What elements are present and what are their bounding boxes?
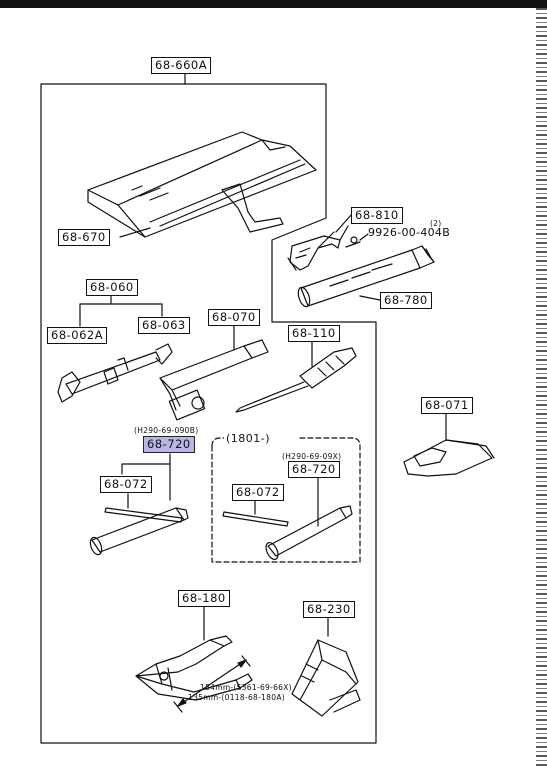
group-outline — [211, 437, 361, 563]
group-box-wrench-drawing — [265, 505, 353, 561]
box-wrench-leader — [121, 453, 171, 501]
label-tool-case[interactable]: 68-670 — [58, 229, 110, 246]
ring-wrench-drawing — [403, 439, 495, 477]
label-screwdriver[interactable]: 68-110 — [288, 325, 340, 342]
top-border — [0, 0, 547, 8]
label-wrench-set[interactable]: 68-060 — [86, 279, 138, 296]
clip-drawing — [345, 236, 361, 248]
group-title: (1801-) — [224, 432, 273, 445]
frame-outline — [40, 83, 377, 744]
label-open-end-wrench-b[interactable]: 68-063 — [138, 317, 190, 334]
tube-drawing — [297, 245, 435, 308]
pliers-size-note-2: 135mm-(0118-68-180A) — [188, 693, 285, 702]
wheel-chock-drawing — [291, 639, 361, 717]
bar-drawing — [104, 507, 183, 523]
bracket-leader — [335, 213, 353, 233]
bracket-drawing — [287, 225, 349, 271]
open-end-wrench-drawing — [57, 343, 173, 403]
label-tube[interactable]: 68-780 — [380, 292, 432, 309]
pliers-drawing — [135, 635, 253, 701]
box-wrench-drawing — [89, 507, 189, 556]
label-lug-wrench[interactable]: 68-070 — [208, 309, 260, 326]
case-leader — [119, 227, 151, 238]
lug-wrench-drawing — [159, 339, 269, 421]
tool-case-drawing — [87, 131, 317, 238]
label-wheel-chock[interactable]: 68-230 — [303, 601, 355, 618]
clip-quantity: (2) — [430, 219, 442, 228]
label-group-extension-bar[interactable]: 68-072 — [232, 484, 284, 501]
tube-leader — [359, 295, 381, 301]
label-extension-bar[interactable]: 68-072 — [100, 476, 152, 493]
clip-leader — [359, 233, 369, 241]
screwdriver-drawing — [235, 347, 357, 413]
wrench-set-leader — [79, 293, 163, 327]
label-open-end-wrench-a[interactable]: 68-062A — [47, 327, 108, 344]
label-tool-set[interactable]: 68-660A — [151, 57, 212, 74]
label-clip[interactable]: 9926-00-404B — [368, 226, 451, 239]
label-ring-wrench[interactable]: 68-071 — [421, 397, 473, 414]
label-pliers[interactable]: 68-180 — [178, 590, 230, 607]
dimension-line — [173, 655, 251, 713]
group-part-note: (H290-69-09X) — [282, 452, 342, 461]
label-group-box-wrench[interactable]: 68-720 — [288, 461, 340, 478]
box-wrench-part-note: (H290-69-090B) — [134, 426, 199, 435]
group-bar-drawing — [222, 511, 289, 527]
pliers-size-note-1: 154mm-(S361-69-66X) — [200, 683, 292, 692]
label-box-wrench[interactable]: 68-720 — [143, 436, 195, 453]
label-bracket[interactable]: 68-810 — [351, 207, 403, 224]
scan-edge — [536, 8, 547, 768]
